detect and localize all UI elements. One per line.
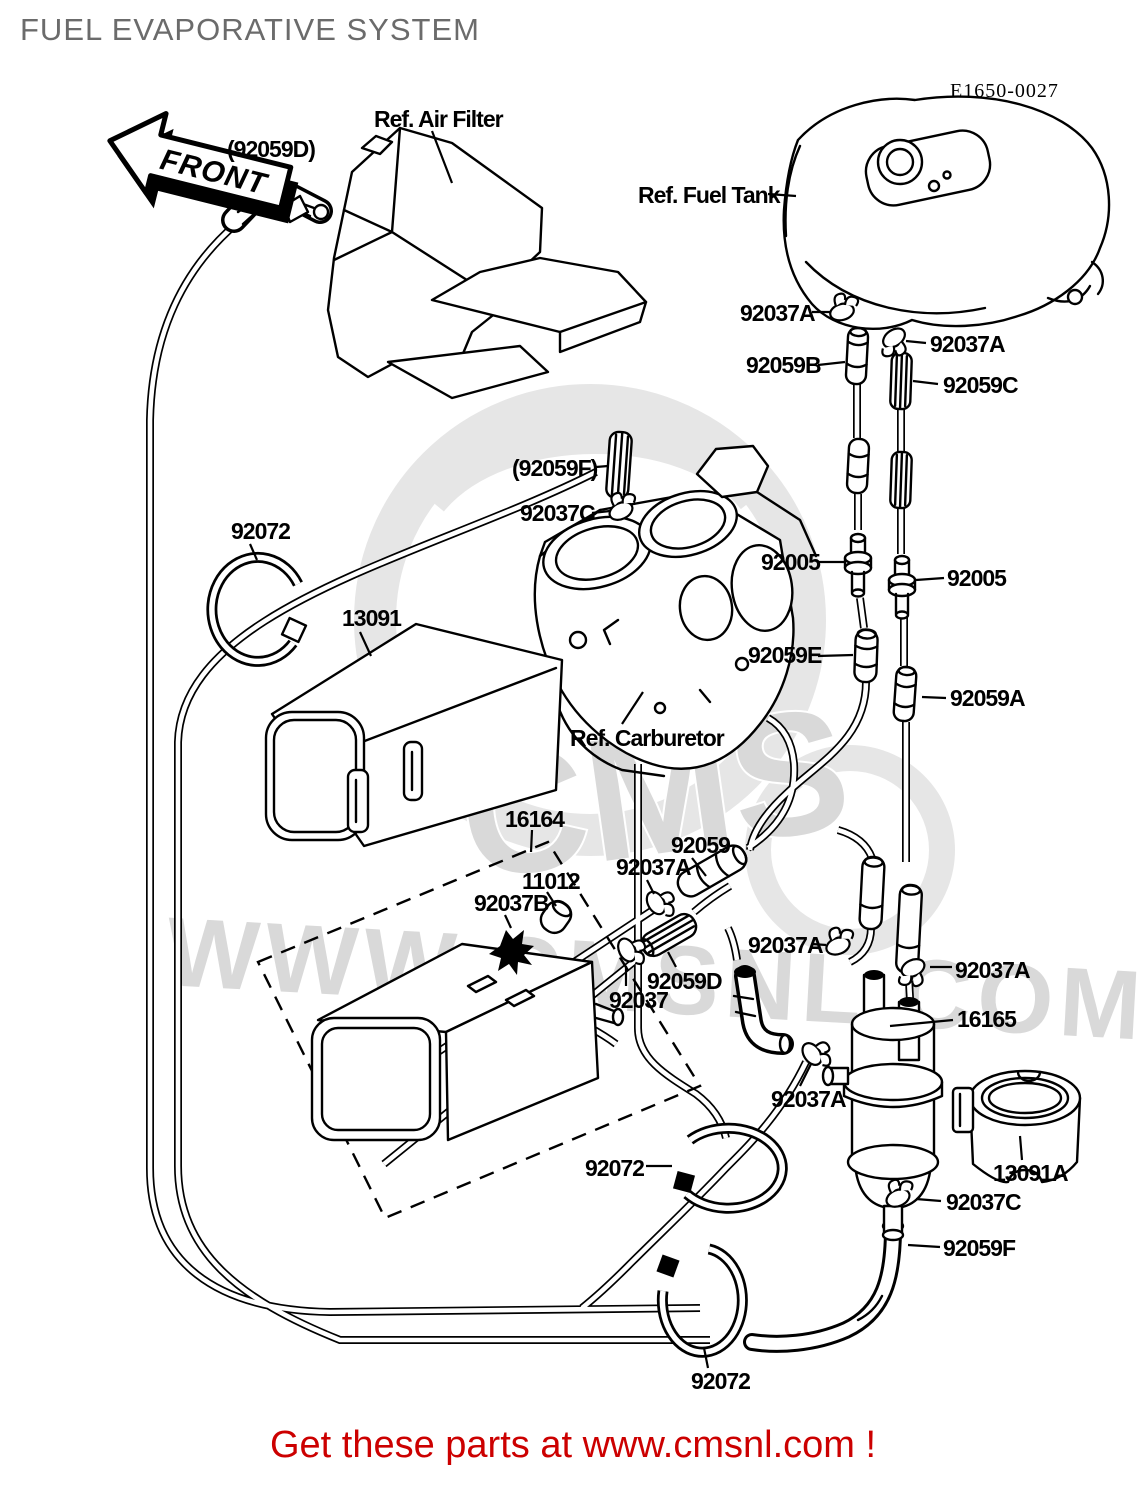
part-label-92059d[interactable]: 92059D	[647, 968, 723, 994]
part-label-92037[interactable]: 92037	[609, 987, 669, 1013]
hose-92059f-drawing	[743, 1219, 905, 1353]
part-label-92059f-paren[interactable]: (92059F)	[512, 455, 598, 481]
clamp-drawings	[489, 292, 931, 1212]
part-label-92059d-paren[interactable]: (92059D)	[227, 136, 316, 162]
part-label-92037a-3[interactable]: 92037A	[616, 854, 692, 880]
part-label-92072-1[interactable]: 92072	[231, 518, 291, 544]
part-label-11012[interactable]: 11012	[522, 868, 581, 894]
holder-drawing	[951, 1069, 1082, 1184]
front-arrow: FRONT	[107, 111, 299, 224]
part-label-92037a-1[interactable]: 92037A	[740, 300, 816, 326]
part-label-92005-2[interactable]: 92005	[947, 565, 1007, 591]
fitting-drawings	[843, 532, 917, 620]
part-label-ref-carburetor: Ref. Carburetor	[570, 725, 725, 751]
part-label-13091a[interactable]: 13091A	[993, 1160, 1069, 1186]
part-label-92059b[interactable]: 92059B	[746, 352, 822, 378]
part-label-13091[interactable]: 13091	[342, 605, 402, 631]
part-label-92072-3[interactable]: 92072	[691, 1368, 751, 1394]
tube-drawings	[539, 326, 923, 975]
page-title: FUEL EVAPORATIVE SYSTEM	[20, 12, 480, 47]
part-label-92037a-4[interactable]: 92037A	[748, 932, 824, 958]
part-label-92005-1[interactable]: 92005	[761, 549, 821, 575]
diagram-code: E1650-0027	[950, 80, 1059, 102]
part-label-ref-air-filter: Ref. Air Filter	[374, 106, 504, 132]
part-label-92037b[interactable]: 92037B	[474, 890, 550, 916]
part-label-ref-fuel-tank: Ref. Fuel Tank	[638, 182, 780, 208]
part-label-92037a-2[interactable]: 92037A	[930, 331, 1006, 357]
part-label-92059e[interactable]: 92059E	[748, 642, 822, 668]
part-label-92037c-2[interactable]: 92037C	[946, 1189, 1022, 1215]
part-label-92072-2[interactable]: 92072	[585, 1155, 645, 1181]
part-label-92059a[interactable]: 92059A	[950, 685, 1026, 711]
footer-promo-text[interactable]: Get these parts at www.cmsnl.com !	[269, 1424, 877, 1466]
part-label-92059[interactable]: 92059	[671, 832, 731, 858]
fuel-tank-drawing	[782, 95, 1111, 331]
hose-elbow-drawing	[732, 965, 794, 1055]
canister-cover-drawing	[264, 622, 564, 848]
part-label-16165[interactable]: 16165	[957, 1006, 1017, 1032]
part-label-16164[interactable]: 16164	[505, 806, 565, 832]
clamp-ring-drawings	[206, 551, 788, 1358]
part-label-92037a-5[interactable]: 92037A	[955, 957, 1031, 983]
part-label-92059f[interactable]: 92059F	[943, 1235, 1016, 1261]
part-label-92037c-1[interactable]: 92037C	[520, 500, 596, 526]
clamp-92037b-drawing	[489, 930, 534, 975]
air-filter-drawing	[282, 126, 648, 400]
separator-drawing	[821, 970, 944, 1242]
part-label-92059c[interactable]: 92059C	[943, 372, 1019, 398]
canister-drawing	[256, 840, 702, 1220]
part-label-92037a-6[interactable]: 92037A	[771, 1086, 847, 1112]
